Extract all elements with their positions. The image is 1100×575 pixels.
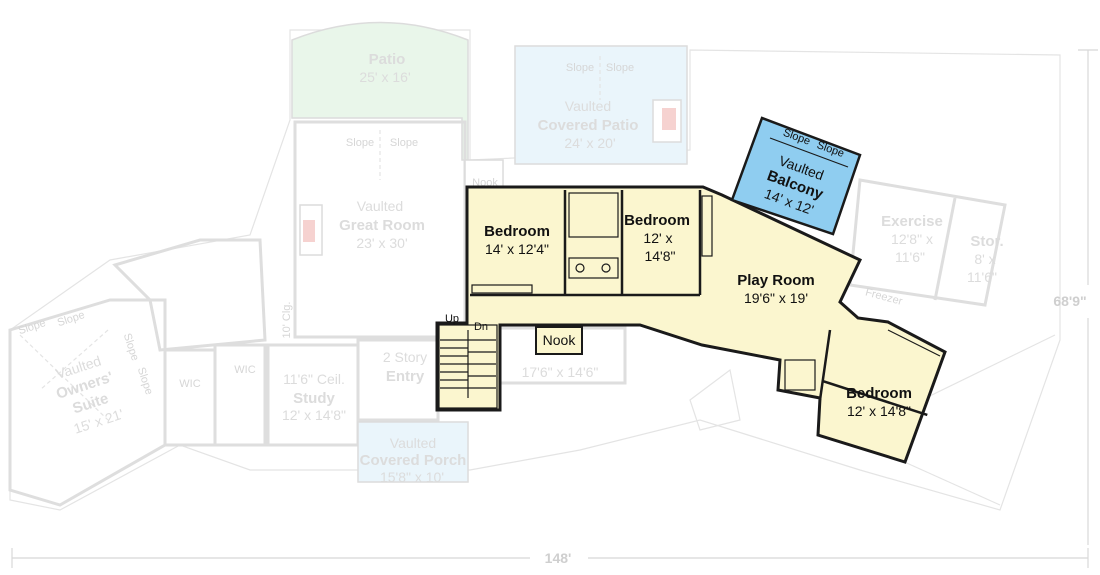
- bedroom-3-name: Bedroom: [846, 385, 912, 402]
- balcony-area: [730, 116, 862, 236]
- great-room-walls: [293, 120, 467, 339]
- great-room-slope-left: Slope: [346, 137, 374, 149]
- play-room-size: 19'6" x 19': [744, 290, 808, 306]
- stair-up-label: Up: [445, 313, 459, 325]
- play-room-name: Play Room: [737, 272, 815, 289]
- exercise-size-1: 12'8" x: [891, 231, 933, 247]
- covered-porch-area: [357, 421, 469, 483]
- covered-patio-slope-left: Slope: [566, 62, 594, 74]
- overall-depth: 68'9": [1053, 293, 1086, 309]
- great-room-slope-right: Slope: [390, 137, 418, 149]
- exercise-walls: [848, 178, 1007, 307]
- side-porch-ghost: [689, 368, 741, 431]
- great-room-hearth: [303, 220, 315, 242]
- bedroom-3-size: 12' x 14'8": [847, 403, 911, 419]
- nook-label: Nook: [543, 332, 577, 348]
- overall-width: 148': [545, 550, 572, 566]
- upper-floor-labels: Bedroom 14' x 12'4" Bedroom 12' x 14'8" …: [445, 127, 912, 419]
- wic-1-label: WIC: [179, 378, 200, 390]
- owners-slope-a: Slope: [17, 317, 47, 337]
- bed3-closet: [887, 329, 941, 357]
- owners-bath-walls: [112, 238, 267, 352]
- balcony-slope-line: [769, 137, 849, 168]
- exercise-name: Exercise: [881, 213, 943, 230]
- ceiling-note: 10' Clg.: [281, 302, 293, 339]
- bedroom-2-name: Bedroom: [624, 212, 690, 229]
- bedroom-1-name: Bedroom: [484, 223, 550, 240]
- stair-box: [438, 324, 498, 409]
- wic-1-walls: [163, 348, 217, 447]
- bed3-shower: [784, 359, 816, 391]
- bedroom-1-size: 14' x 12'4": [485, 241, 549, 257]
- owners-ridge-1: [19, 334, 109, 421]
- nook-box: [535, 326, 583, 355]
- great-room-size: 23' x 30': [356, 235, 407, 251]
- wall-bed3-top: [822, 379, 928, 417]
- upper-floor: [435, 116, 947, 464]
- main-floor-outline: [9, 29, 1061, 511]
- covered-patio-slope-right: Slope: [606, 62, 634, 74]
- owners-slope-d: Slope: [135, 366, 155, 396]
- study-line1: 11'6" Ceil.: [283, 371, 345, 387]
- owners-ridge-2: [39, 329, 109, 391]
- storage-name: Stor.: [970, 233, 1003, 250]
- bath-vanity: [568, 257, 619, 279]
- fireplace-hearth: [662, 108, 676, 130]
- covered-patio-size: 24' x 20': [564, 135, 615, 151]
- wall-bed3-left: [818, 329, 832, 401]
- study-size: 12' x 14'8": [282, 407, 346, 423]
- exercise-size-2: 11'6": [895, 249, 925, 265]
- wic-2-walls: [213, 343, 267, 447]
- great-room-line2: Great Room: [339, 217, 425, 234]
- dining-size: 17'6" x 14'6": [522, 364, 599, 380]
- staircase: [438, 324, 498, 409]
- bath-sink-2: [601, 263, 611, 273]
- closet-bed2: [701, 195, 713, 257]
- storage-size-1: 8' x: [974, 251, 995, 267]
- dimension-lines: 148' 68'9": [11, 49, 1098, 568]
- covered-patio-line1: Vaulted: [565, 98, 611, 114]
- patio-area: [291, 21, 469, 161]
- wic-2-label: WIC: [234, 364, 255, 376]
- exercise-divider: [933, 197, 957, 301]
- patio-size: 25' x 16': [359, 69, 410, 85]
- bedroom-2-size-2: 14'8": [644, 248, 675, 264]
- storage-size-2: 11'6": [967, 269, 997, 285]
- owners-slope-c: Slope: [121, 332, 141, 362]
- study-line2: Study: [293, 390, 335, 407]
- stair-down-label: Dn: [474, 321, 488, 333]
- bedroom-2-size-1: 12' x: [643, 230, 672, 246]
- patio-name: Patio: [369, 51, 406, 68]
- covered-patio-line2: Covered Patio: [538, 117, 639, 134]
- closet-bed1: [471, 284, 533, 294]
- entry-line1: 2 Story: [383, 349, 427, 365]
- great-room-line1: Vaulted: [357, 198, 403, 214]
- main-floor-ghost: [8, 21, 1061, 511]
- bath-tub: [568, 192, 619, 238]
- covered-porch-line1: Vaulted: [390, 435, 436, 451]
- bath-sink-1: [575, 263, 585, 273]
- garage-edge-2: [899, 459, 1001, 506]
- owners-slope-b: Slope: [56, 309, 86, 329]
- entry-line2: Entry: [386, 368, 425, 385]
- covered-porch-line2: Covered Porch: [360, 452, 467, 469]
- covered-porch-size: 15'8" x 10': [380, 469, 444, 485]
